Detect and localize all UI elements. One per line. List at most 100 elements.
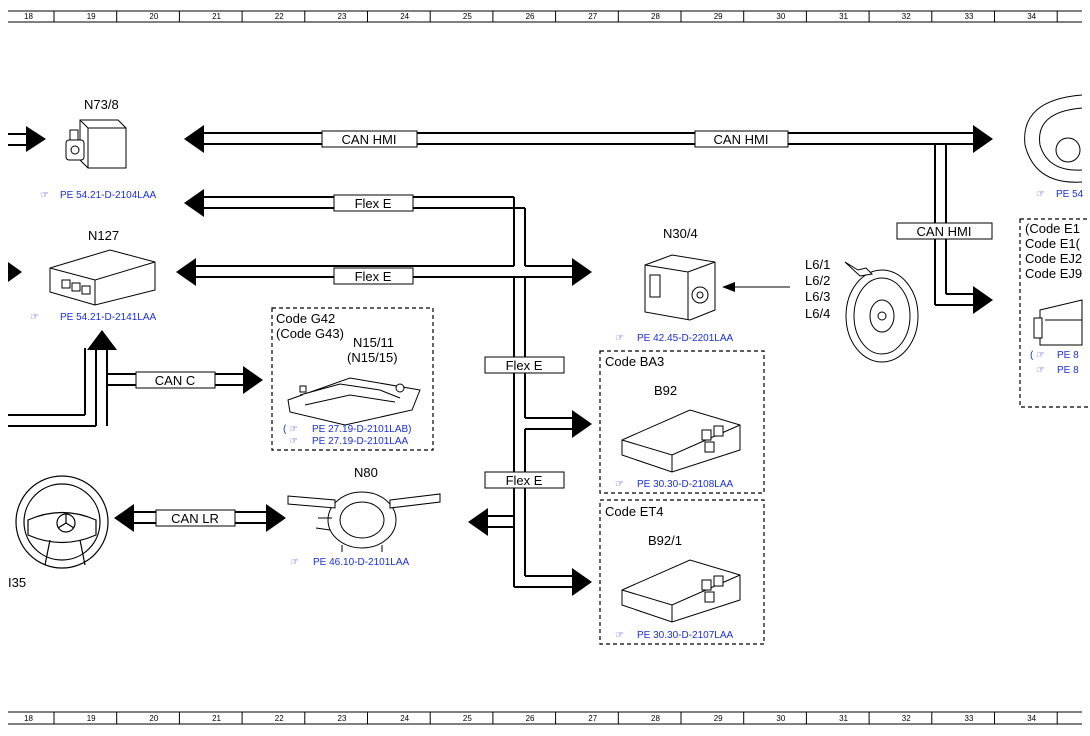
right-code-3: Code EJ2 — [1025, 251, 1082, 266]
valve-body-icon — [287, 377, 421, 426]
b92-1-ref: PE 30.30-D-2107LAA — [637, 630, 734, 641]
n127-component[interactable]: N127 ☞ PE 54.21-D-2141LAA — [30, 228, 157, 323]
b92-component[interactable]: Code BA3 B92 ☞ PE 30.30-D-2108LAA — [599, 350, 765, 494]
steering-column-module-icon — [287, 491, 441, 552]
flex-e-label-1: Flex E — [333, 194, 414, 212]
bottom-ruler-number: 32 — [902, 714, 911, 723]
brake-disc-icon — [844, 261, 919, 363]
flex-e-label-3: Flex E — [484, 356, 565, 374]
top-ruler-number: 23 — [338, 12, 347, 21]
instrument-cluster-component[interactable]: ☞ PE 54 — [1024, 94, 1084, 200]
bottom-ruler-number: 20 — [149, 714, 158, 723]
bottom-ruler-number: 27 — [588, 714, 597, 723]
b92-1-ref-icon: ☞ — [615, 630, 624, 641]
n15-11-label-2: (N15/15) — [347, 350, 398, 365]
bottom-ruler-number: 23 — [338, 714, 347, 723]
right-code-4: Code EJ9 — [1025, 266, 1082, 281]
top-ruler-number: 18 — [24, 12, 33, 21]
flex-e-text-2: Flex E — [355, 269, 392, 284]
right-ref-1: PE 8 — [1057, 350, 1079, 361]
can-c-label: CAN C — [135, 371, 216, 389]
top-ruler-number: 33 — [965, 12, 974, 21]
bottom-ruler-number: 24 — [400, 714, 409, 723]
steering-wheel-component[interactable]: I35 — [8, 475, 109, 590]
instrument-cluster-icon — [1024, 94, 1083, 183]
b92-label: B92 — [654, 383, 677, 398]
right-ref-icon-2: ☞ — [1036, 365, 1045, 376]
n80-component[interactable]: N80 ☞ PE 46.10-D-2101LAA — [287, 465, 441, 568]
b92-1-component[interactable]: Code ET4 B92/1 ☞ PE 30.30-D-2107LAA — [599, 499, 765, 645]
n15-11-component[interactable]: Code G42 (Code G43) N15/11 (N15/15) ( ☞ … — [271, 307, 434, 451]
n30-4-component[interactable]: N30/4 ☞ PE 42.45-D-2201LAA — [615, 226, 734, 344]
flex-e-text-3: Flex E — [506, 358, 543, 373]
can-hmi-label-3: CAN HMI — [896, 222, 993, 240]
bottom-ruler-number: 26 — [526, 714, 535, 723]
n30-4-ref: PE 42.45-D-2201LAA — [637, 333, 734, 344]
bottom-ruler-number: 30 — [776, 714, 785, 723]
can-hmi-label-2: CAN HMI — [694, 130, 789, 148]
bottom-ruler-number: 25 — [463, 714, 472, 723]
n80-ref-icon: ☞ — [290, 557, 299, 568]
top-ruler-number: 22 — [275, 12, 284, 21]
radar-sensor-icon — [621, 409, 741, 473]
n30-4-ref-icon: ☞ — [615, 333, 624, 344]
right-code-box[interactable]: (Code E1 Code E1( Code EJ2 Code EJ9 ( ☞ … — [1019, 218, 1090, 408]
flex-e-text-4: Flex E — [506, 473, 543, 488]
bottom-ruler-number: 22 — [275, 714, 284, 723]
top-ruler-number: 29 — [714, 12, 723, 21]
n15-11-ref-icon-2: ☞ — [289, 436, 298, 447]
n15-11-code-2: (Code G43) — [276, 326, 344, 341]
n73-8-label: N73/8 — [84, 97, 119, 112]
flex-e-text-1: Flex E — [355, 196, 392, 211]
n80-label: N80 — [354, 465, 378, 480]
wheel-sensor-label-1: L6/1 — [805, 257, 830, 272]
top-ruler-number: 25 — [463, 12, 472, 21]
bottom-ruler-number: 34 — [1027, 714, 1036, 723]
right-code-1: (Code E1 — [1025, 221, 1080, 236]
n73-8-ref: PE 54.21-D-2104LAA — [60, 190, 157, 201]
n73-8-component[interactable]: N73/8 ☞ PE 54.21-D-2104LAA — [40, 97, 157, 201]
bottom-ruler-number: 21 — [212, 714, 221, 723]
bottom-ruler-number: 33 — [965, 714, 974, 723]
right-ref-prefix: ( — [1030, 350, 1034, 361]
bottom-ruler-number: 28 — [651, 714, 660, 723]
can-hmi-text-3: CAN HMI — [917, 224, 972, 239]
top-ruler-number: 20 — [149, 12, 158, 21]
n30-4-label: N30/4 — [663, 226, 698, 241]
right-ref-2: PE 8 — [1057, 365, 1079, 376]
wheel-sensors-component[interactable]: L6/1 L6/2 L6/3 L6/4 — [805, 257, 919, 363]
b92-code: Code BA3 — [605, 354, 664, 369]
top-ruler-number: 19 — [87, 12, 96, 21]
can-hmi-label-1: CAN HMI — [321, 130, 418, 148]
bottom-ruler-number: 19 — [87, 714, 96, 723]
arrowheads — [8, 125, 993, 596]
b92-1-label: B92/1 — [648, 533, 682, 548]
steering-wheel-label: I35 — [8, 575, 26, 590]
top-ruler-number: 32 — [902, 12, 911, 21]
instrument-cluster-ref: PE 54 — [1056, 189, 1084, 200]
n15-11-label-1: N15/11 — [353, 335, 394, 350]
bottom-ruler-number: 18 — [24, 714, 33, 723]
sensor-arrow — [722, 282, 735, 292]
ignition-switch-icon — [65, 119, 127, 169]
top-ruler-number: 30 — [776, 12, 785, 21]
n15-11-ref-prefix: ( — [283, 424, 287, 435]
bottom-ruler-number: 29 — [714, 714, 723, 723]
radar-sensor-icon-2 — [621, 559, 741, 623]
top-ruler-number: 31 — [839, 12, 848, 21]
right-ref-icon-1: ☞ — [1036, 350, 1045, 361]
top-ruler-number: 26 — [526, 12, 535, 21]
control-unit-icon — [49, 249, 156, 306]
n127-ref-icon: ☞ — [30, 312, 39, 323]
b92-1-code: Code ET4 — [605, 504, 664, 519]
audio-unit-icon — [1033, 299, 1083, 346]
bottom-ruler-number: 31 — [839, 714, 848, 723]
can-c-text: CAN C — [155, 373, 195, 388]
wheel-sensor-label-4: L6/4 — [805, 306, 830, 321]
b92-ref: PE 30.30-D-2108LAA — [637, 479, 734, 490]
can-hmi-text-1: CAN HMI — [342, 132, 397, 147]
b92-ref-icon: ☞ — [615, 479, 624, 490]
bottom-ruler: 18 19 20 21 22 23 24 25 26 27 28 29 30 31 32 33 34 — [8, 711, 1082, 725]
